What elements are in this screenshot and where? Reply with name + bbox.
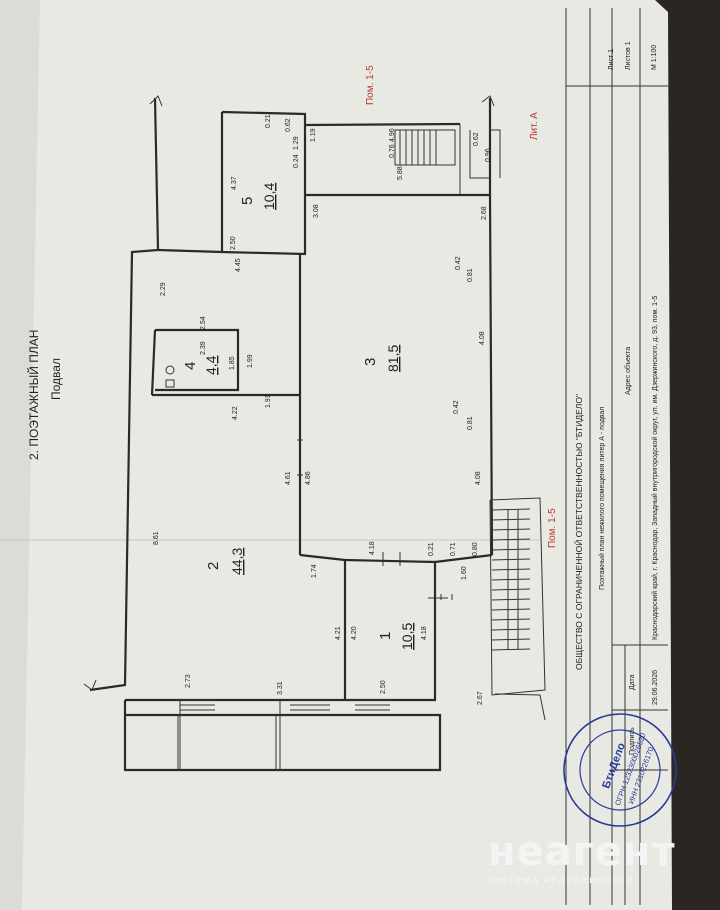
sheet-number: Лист 1 [608, 49, 615, 70]
room-4-number: 4 [182, 362, 199, 370]
dim-label: 4.37 [231, 176, 238, 190]
date-value: 29.06.2026 [652, 670, 659, 705]
watermark: неагент система недвижимости [488, 832, 676, 886]
room-1-number: 1 [377, 632, 394, 640]
plan-description: Поэтажный план нежилого помещения литер … [598, 407, 606, 590]
dim-label: 0.62 [285, 118, 292, 132]
dim-label: 2.68 [481, 206, 488, 220]
dim-label: 2.50 [230, 236, 237, 250]
dim-label: 2.29 [160, 282, 167, 296]
room-3-number: 3 [362, 358, 379, 366]
dim-label: 0.62 [473, 132, 480, 146]
dim-label: 1.19 [310, 128, 317, 142]
paper-sheet [0, 0, 672, 910]
dim-label: 1.74 [311, 564, 318, 578]
dim-label: 1.91 [265, 394, 272, 408]
dim-label: 0.21 [265, 114, 272, 128]
premises-label-lower: Пом. 1-5 [547, 508, 558, 548]
dim-label: 4.08 [475, 471, 482, 485]
dimensions: 2.73 3.31 2.50 2.67 1.60 4.21 4.20 4.18 … [153, 114, 492, 705]
dim-label: 8.61 [153, 531, 160, 545]
room-5-number: 5 [239, 197, 256, 205]
date-label: Дата [629, 674, 636, 690]
room-2-number: 2 [205, 562, 222, 570]
dim-label: 4.20 [351, 626, 358, 640]
dim-label: 0.71 [450, 542, 457, 556]
watermark-tagline: система недвижимости [488, 874, 634, 886]
sheet-count: Листов 1 [625, 41, 632, 70]
room-labels: 1 10,5 2 44,3 3 81,5 4 4,4 5 10,4 [182, 183, 415, 650]
dim-label: 4.22 [232, 406, 239, 420]
watermark-logo: неагент [488, 829, 676, 875]
dim-label: 1.29 [293, 136, 300, 150]
address-label: Адрес объекта [624, 347, 632, 395]
dim-label: 0.21 [428, 542, 435, 556]
premises-label-upper: Пом. 1-5 [365, 65, 376, 105]
organization-name: ОБЩЕСТВО С ОГРАНИЧЕННОЙ ОТВЕТСТВЕННОСТЬЮ… [573, 394, 584, 670]
dim-label: 2.67 [477, 691, 484, 705]
dim-label: 0.42 [455, 256, 462, 270]
plan-scale: М 1:100 [651, 45, 658, 70]
floor-name: Подвал [49, 358, 63, 400]
signature-label: Подпись [629, 727, 636, 755]
lit-label: Лит. А [529, 112, 540, 140]
dim-label: 0.96 [485, 148, 492, 162]
paper-fold-shadow [0, 0, 40, 910]
plan-title: 2. ПОЭТАЖНЫЙ ПЛАН [26, 330, 41, 460]
dim-label: 0.42 [453, 400, 460, 414]
dim-label: 4.18 [369, 541, 376, 555]
dim-label: 4.96 [389, 128, 396, 142]
dim-label: 4.21 [335, 626, 342, 640]
dim-label: 3.31 [277, 681, 284, 695]
dim-label: 0.81 [467, 416, 474, 430]
room-3-area: 81,5 [385, 345, 401, 372]
object-address: Краснодарский край, г. Краснодар, Западн… [651, 296, 659, 640]
dim-label: 0.81 [467, 268, 474, 282]
room-2-area: 44,3 [229, 548, 245, 575]
dim-label: 1.85 [229, 356, 236, 370]
dim-label: 4.61 [285, 471, 292, 485]
room-4-area: 4,4 [203, 355, 219, 375]
dim-label: 1.99 [247, 354, 254, 368]
title-block: ОБЩЕСТВО С ОГРАНИЧЕННОЙ ОТВЕТСТВЕННОСТЬЮ… [566, 8, 668, 905]
dim-label: 5.88 [397, 166, 404, 180]
dim-label: 2.54 [200, 316, 207, 330]
room-1-area: 10,5 [399, 623, 415, 650]
walls [83, 95, 546, 772]
dim-label: 4.86 [305, 471, 312, 485]
dim-label: 0.80 [472, 542, 479, 556]
dim-label: 2.73 [185, 674, 192, 688]
dim-label: 4.18 [421, 626, 428, 640]
dim-label: 4.45 [235, 258, 242, 272]
dim-label: 3.08 [313, 204, 320, 218]
dim-label: 4.08 [479, 331, 486, 345]
dim-label: 2.39 [200, 341, 207, 355]
dim-label: 0.76 [389, 144, 396, 158]
room-5-area: 10,4 [261, 183, 277, 210]
dim-label: 1.60 [461, 566, 468, 580]
dim-label: 2.50 [380, 680, 387, 694]
dim-label: 0.24 [293, 154, 300, 168]
